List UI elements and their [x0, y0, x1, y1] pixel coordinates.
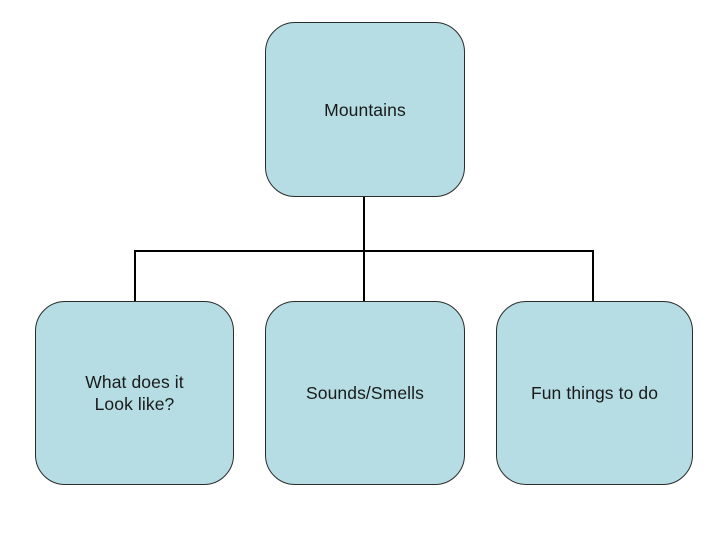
node-root-mountains[interactable]: Mountains: [265, 22, 465, 197]
node-child-2-label: Fun things to do: [530, 383, 659, 403]
connector-root-stem: [363, 196, 366, 252]
connector-drop-child-1: [363, 250, 366, 302]
node-child-what-does-it-look-like[interactable]: What does it Look like?: [35, 301, 234, 485]
node-child-sounds-smells[interactable]: Sounds/Smells: [265, 301, 465, 485]
connector-drop-child-2: [592, 250, 595, 302]
node-child-fun-things-to-do[interactable]: Fun things to do: [496, 301, 693, 485]
node-root-label: Mountains: [324, 99, 406, 120]
node-child-0-label: What does it Look like?: [85, 372, 184, 414]
node-child-1-label: Sounds/Smells: [305, 383, 425, 403]
connector-drop-child-0: [134, 250, 137, 302]
